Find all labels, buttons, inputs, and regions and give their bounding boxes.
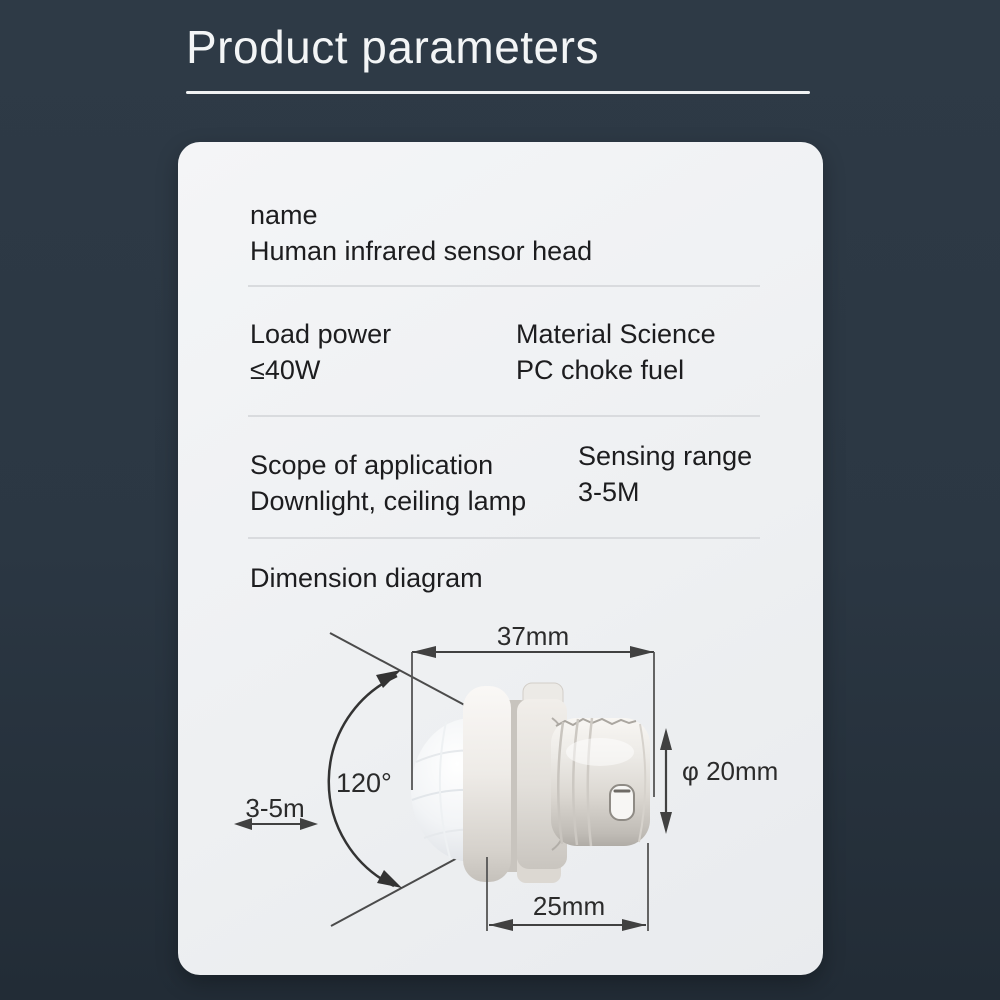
dim-diameter: φ 20mm (660, 728, 778, 834)
dim-top-width: 37mm (411, 621, 655, 797)
beam-cone-line-lower (330, 855, 462, 927)
threaded-body (551, 717, 650, 847)
divider (248, 537, 760, 539)
dim-bottom-width-label: 25mm (533, 891, 605, 921)
beam-angle-label: 120° (336, 768, 392, 798)
beam-cone (327, 632, 473, 927)
dim-bottom-width: 25mm (486, 843, 649, 931)
beam-angle-arc (327, 674, 398, 888)
dimension-diagram-heading: Dimension diagram (250, 560, 483, 596)
spec-scope-value: Downlight, ceiling lamp (250, 486, 527, 516)
spec-material-value: PC choke fuel (516, 355, 685, 385)
spec-name-value: Human infrared sensor head (250, 236, 593, 266)
spec-sensing-range-value: 3-5M (578, 477, 640, 507)
spec-sensing-range-label: Sensing range (578, 441, 753, 471)
dimension-diagram-heading-text: Dimension diagram (250, 563, 483, 593)
spec-row-load-power: Load power ≤40W (250, 316, 391, 388)
arc-arrowhead-bottom (377, 870, 402, 888)
spec-row-material: Material Science PC choke fuel (516, 316, 716, 388)
title-underline (186, 91, 810, 94)
spec-scope-label: Scope of application (250, 450, 494, 480)
detection-range-label: 3-5m (245, 793, 304, 823)
spec-row-sensing-range: Sensing range 3-5M (578, 438, 752, 510)
arc-arrowhead-top (376, 670, 401, 688)
page-title: Product parameters (186, 21, 599, 73)
spec-name-label: name (250, 200, 318, 230)
spec-material-label: Material Science (516, 319, 716, 349)
sensor-head-image (411, 682, 650, 883)
detection-range: 3-5m (234, 793, 318, 830)
spec-row-name: name Human infrared sensor head (250, 197, 592, 269)
divider (248, 415, 760, 417)
dim-top-width-label: 37mm (497, 621, 569, 651)
divider (248, 285, 760, 287)
spec-load-power-label: Load power (250, 319, 392, 349)
spec-row-scope: Scope of application Downlight, ceiling … (250, 447, 526, 519)
beam-cone-line-upper (329, 632, 473, 710)
dim-diameter-label: φ 20mm (682, 756, 778, 786)
wire-slot (609, 784, 635, 821)
spec-load-power-value: ≤40W (250, 355, 321, 385)
